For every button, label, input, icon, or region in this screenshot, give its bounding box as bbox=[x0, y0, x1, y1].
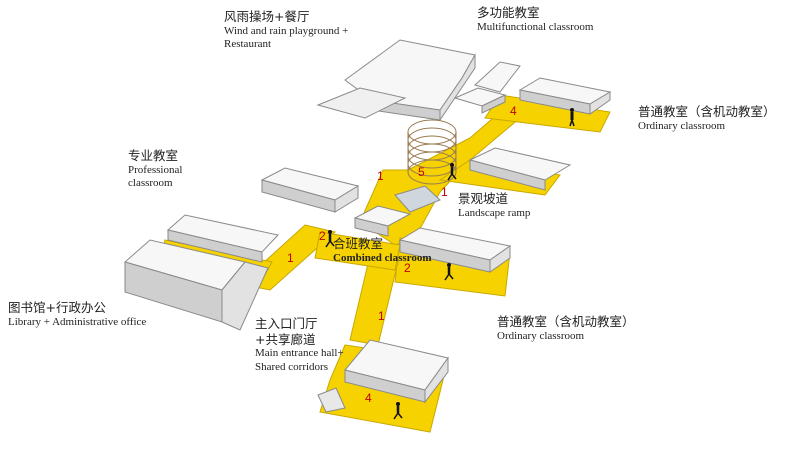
running-person-icon bbox=[325, 230, 335, 248]
floor-number: 2 bbox=[319, 229, 326, 243]
floor-number: 1 bbox=[287, 251, 294, 265]
label-en: Combined classroom bbox=[333, 251, 432, 264]
building-landscape-ramp bbox=[468, 147, 572, 191]
label-en: Main entrance hall+ bbox=[255, 347, 344, 360]
running-person-icon bbox=[447, 163, 457, 181]
label-ordinary-bottom: 普通教室（含机动教室） Ordinary classroom bbox=[497, 314, 635, 343]
floor-number: 1 bbox=[378, 309, 385, 323]
building-ordinary-middle bbox=[398, 227, 512, 273]
label-en: Ordinary classroom bbox=[638, 119, 726, 132]
label-zh: 普通教室（含机动教室） bbox=[638, 104, 776, 119]
floor-number: 4 bbox=[365, 391, 372, 405]
label-landscape-ramp: 景观坡道 Landscape ramp bbox=[458, 191, 530, 220]
label-ordinary-top: 普通教室（含机动教室） Ordinary classroom bbox=[638, 104, 776, 133]
corridor-plaza bbox=[314, 231, 401, 271]
buildings bbox=[123, 39, 612, 413]
label-zh: 图书馆+行政办公 bbox=[8, 300, 106, 315]
label-en: Multifunctional classroom bbox=[477, 20, 594, 33]
building-combined bbox=[353, 205, 412, 237]
label-zh: 景观坡道 bbox=[458, 191, 509, 206]
label-combined: 合班教室 Combined classroom bbox=[333, 236, 432, 265]
label-library: 图书馆+行政办公 Library + Administrative office bbox=[8, 300, 146, 329]
label-professional: 专业教室 Professional classroom bbox=[128, 148, 182, 191]
label-en: Library + Administrative office bbox=[8, 315, 147, 328]
label-wind-rain-playground: 风雨操场+餐厅 Wind and rain playground + Resta… bbox=[224, 9, 348, 52]
label-zh: 风雨操场+餐厅 bbox=[224, 9, 310, 24]
label-zh: 普通教室（含机动教室） bbox=[497, 314, 635, 329]
label-main-entrance: 主入口门厅 +共享廊道 Main entrance hall+ Shared c… bbox=[255, 316, 344, 375]
label-en: Wind and rain playground + bbox=[224, 24, 349, 37]
label-en: Landscape ramp bbox=[458, 206, 531, 219]
spiral-ramp-icon bbox=[407, 119, 457, 185]
label-zh: 合班教室 bbox=[333, 236, 384, 251]
label-en: Restaurant bbox=[224, 38, 272, 51]
label-en: Shared corridors bbox=[255, 361, 329, 373]
building-wind-rain-playground bbox=[316, 39, 476, 122]
label-en: Ordinary classroom bbox=[497, 329, 585, 342]
walking-person-icon bbox=[569, 108, 575, 127]
floor-number: 2 bbox=[404, 261, 411, 275]
label-zh: 主入口门厅 bbox=[255, 316, 318, 331]
label-en: classroom bbox=[128, 177, 173, 190]
building-library bbox=[123, 214, 279, 331]
building-ordinary-bottom bbox=[317, 339, 449, 413]
floor-number: 1 bbox=[377, 169, 384, 183]
building-ordinary-top bbox=[518, 77, 612, 115]
running-person-icon bbox=[393, 402, 403, 420]
people bbox=[325, 108, 575, 420]
floor-number: 1 bbox=[441, 185, 448, 199]
label-zh: +共享廊道 bbox=[255, 331, 316, 347]
label-zh: 专业教室 bbox=[128, 148, 179, 163]
label-zh: 多功能教室 bbox=[477, 5, 540, 20]
floor-numbers: 5 4 1 1 2 1 2 1 4 bbox=[287, 104, 517, 405]
running-person-icon bbox=[444, 263, 454, 281]
label-multifunctional: 多功能教室 Multifunctional classroom bbox=[477, 5, 593, 34]
floor-number: 5 bbox=[418, 165, 425, 179]
label-en: Professional bbox=[128, 163, 183, 176]
building-multifunctional bbox=[453, 61, 521, 114]
sunken-courtyard bbox=[394, 185, 441, 213]
building-professional bbox=[260, 167, 360, 213]
floor-number: 4 bbox=[510, 104, 517, 118]
